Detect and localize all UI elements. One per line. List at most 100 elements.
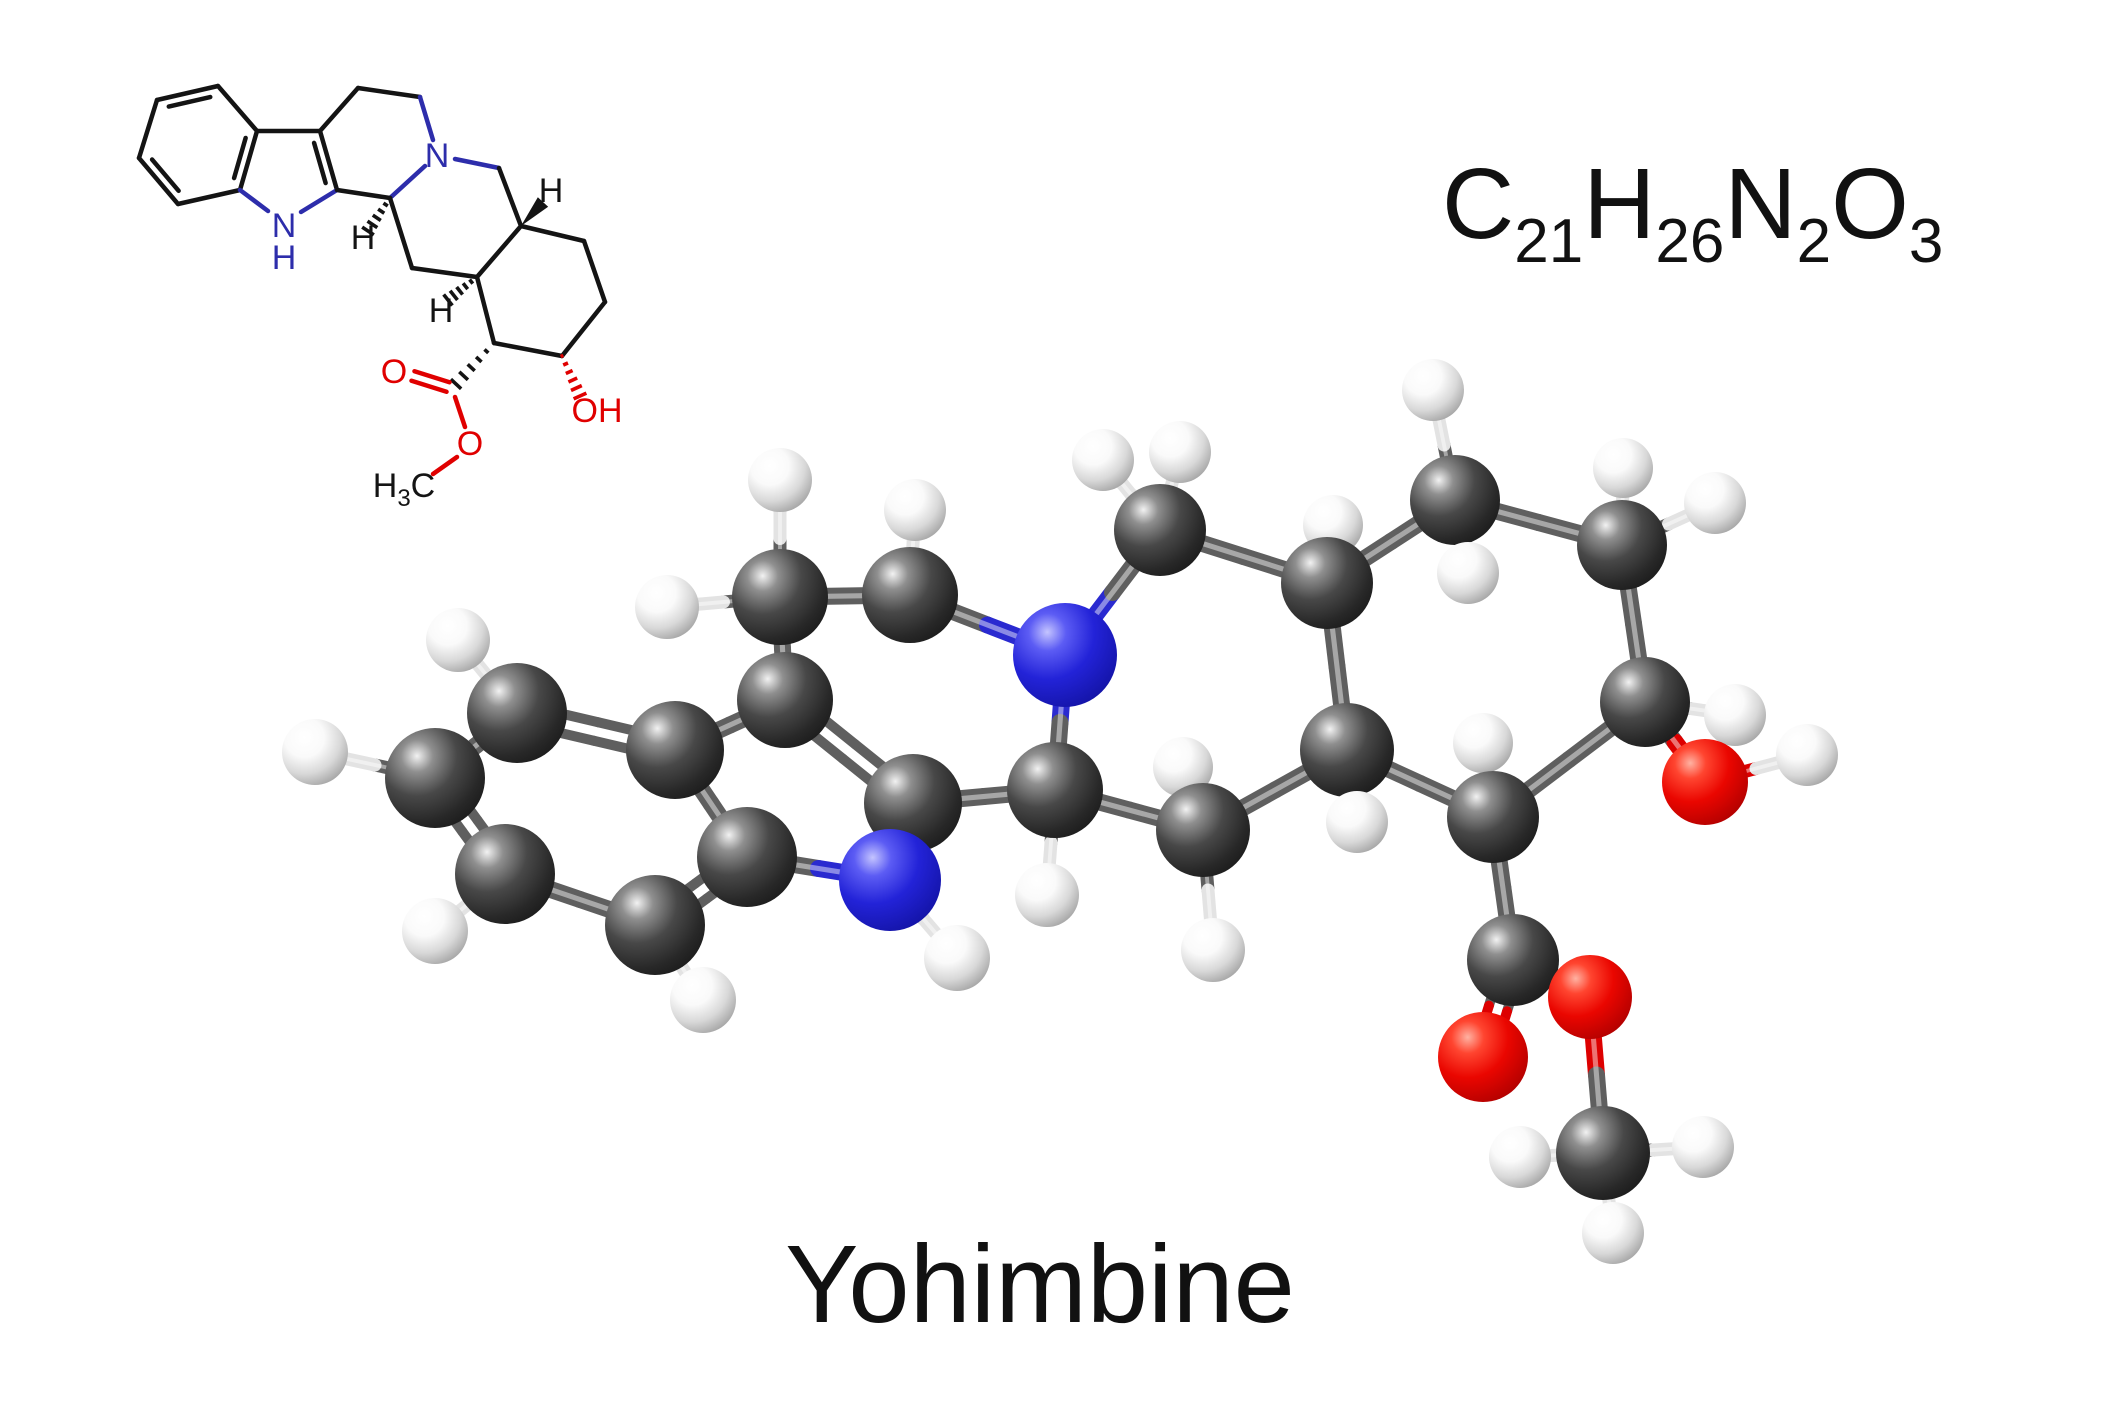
stereo-hash-bond-2d <box>458 370 470 382</box>
atom-label-2d: H <box>429 292 454 330</box>
atom-carbon-3d <box>737 652 833 748</box>
atom-hydrogen-3d <box>1153 737 1213 797</box>
atom-hydrogen-3d <box>426 608 490 672</box>
atom-hydrogen-3d <box>1672 1116 1734 1178</box>
bond-2d <box>298 187 340 215</box>
stereo-hash-bond-2d <box>449 377 463 391</box>
atom-carbon-3d <box>467 663 567 763</box>
stereo-hash-bond-2d <box>448 289 459 302</box>
atom-hydrogen-3d <box>1402 359 1464 421</box>
atom-label-2d: O <box>381 353 407 391</box>
bond-2d <box>387 195 415 271</box>
bond-2d <box>154 83 221 103</box>
bond-2d <box>387 163 428 201</box>
bond-2d <box>409 265 480 280</box>
atom-hydrogen-3d <box>1684 472 1746 534</box>
atom-carbon-3d <box>862 547 958 643</box>
stereo-hash-bond-2d <box>387 195 393 201</box>
stereo-hash-bond-2d <box>491 340 497 346</box>
bond-2d <box>452 156 502 171</box>
stereo-hash-bond-2d <box>474 355 483 364</box>
bond-2d <box>581 238 608 305</box>
atom-hydrogen-3d <box>748 448 812 512</box>
atom-oxygen-3d <box>1438 1012 1528 1102</box>
atom-oxygen-3d <box>1662 739 1748 825</box>
atom-hydrogen-3d <box>282 719 348 785</box>
stereo-hash-bond-2d <box>570 383 583 393</box>
stereo-wedge-bond-2d <box>521 197 549 226</box>
stereo-hash-bond-2d <box>468 278 475 285</box>
stereo-hash-bond-2d <box>565 368 574 376</box>
bond-2d-double-inner <box>149 157 181 194</box>
atom-label-2d: H <box>539 172 564 210</box>
atom-label-2d: O <box>457 425 483 463</box>
bond-2d <box>430 454 460 477</box>
atom-oxygen-3d <box>1548 955 1632 1039</box>
bond-2d <box>518 223 587 244</box>
atom-carbon-3d <box>1600 657 1690 747</box>
stereo-hash-bond-2d <box>466 363 476 373</box>
stereo-hash-bond-2d <box>371 213 382 222</box>
stereo-hash-bond-2d <box>572 391 588 401</box>
atom-hydrogen-3d <box>402 898 468 964</box>
bond-2d-double-inner <box>231 135 248 181</box>
stereo-hash-bond-2d <box>461 282 470 291</box>
atom-carbon-3d <box>1467 914 1559 1006</box>
bond-2d-double-inner <box>166 94 213 109</box>
atom-carbon-3d <box>1577 500 1667 590</box>
bond-2d-double <box>409 378 449 395</box>
bond-2d <box>452 394 468 430</box>
bond-2d <box>491 340 565 359</box>
bond-2d <box>559 299 608 359</box>
stereo-hash-bond-2d <box>474 274 480 280</box>
atom-hydrogen-3d <box>1181 918 1245 982</box>
bond-2d-double-inner <box>311 140 328 186</box>
atom-hydrogen-3d <box>1015 863 1079 927</box>
atom-label-2d: H <box>351 219 376 257</box>
atom-hydrogen-3d <box>1453 713 1513 773</box>
atom-hydrogen-3d <box>1593 438 1653 498</box>
atom-carbon-3d <box>455 824 555 924</box>
atom-carbon-3d <box>1007 742 1103 838</box>
atom-carbon-3d <box>732 549 828 645</box>
atom-hydrogen-3d <box>670 967 736 1033</box>
atom-hydrogen-3d <box>1326 791 1388 853</box>
bond-2d <box>417 94 436 143</box>
atom-carbon-3d <box>1410 455 1500 545</box>
stereo-hash-bond-2d <box>483 348 490 355</box>
stereo-hash-bond-2d <box>442 293 454 307</box>
atom-hydrogen-3d <box>635 575 699 639</box>
stereo-hash-bond-2d <box>382 201 389 208</box>
bond-2d <box>496 165 524 229</box>
atom-label-2d: N <box>425 137 450 175</box>
atom-label-2d: OH <box>572 392 623 430</box>
stereo-hash-bond-2d <box>377 207 386 215</box>
atom-hydrogen-3d <box>924 925 990 991</box>
atom-carbon-3d <box>1281 537 1373 629</box>
atom-hydrogen-3d <box>1437 542 1499 604</box>
atom-label-2d: H <box>272 239 297 277</box>
stereo-hash-bond-2d <box>455 285 464 296</box>
bond-2d <box>215 83 260 134</box>
atom-carbon-3d <box>864 754 962 852</box>
atom-hydrogen-3d <box>1149 421 1211 483</box>
atom-hydrogen-3d <box>884 479 946 541</box>
atom-carbon-3d <box>1556 1106 1650 1200</box>
molecule-name-label: Yohimbine <box>785 1223 1295 1346</box>
atom-nitrogen-3d <box>839 829 941 931</box>
bond-2d-double <box>412 368 452 385</box>
atom-carbon-3d <box>605 875 705 975</box>
atom-carbon-3d <box>697 807 797 907</box>
stereo-hash-bond-2d <box>559 353 565 359</box>
stereo-hash-bond-2d <box>567 376 578 384</box>
atom-carbon-3d <box>1447 771 1539 863</box>
bond-2d <box>317 128 340 193</box>
bond-2d <box>136 97 160 161</box>
stereo-hash-bond-2d <box>361 225 375 237</box>
bond-2d <box>474 274 497 346</box>
bond-2d <box>237 187 271 214</box>
bond-2d <box>317 85 361 134</box>
atom-label-2d: H3C <box>373 467 435 512</box>
atom-hydrogen-3d <box>1489 1126 1551 1188</box>
